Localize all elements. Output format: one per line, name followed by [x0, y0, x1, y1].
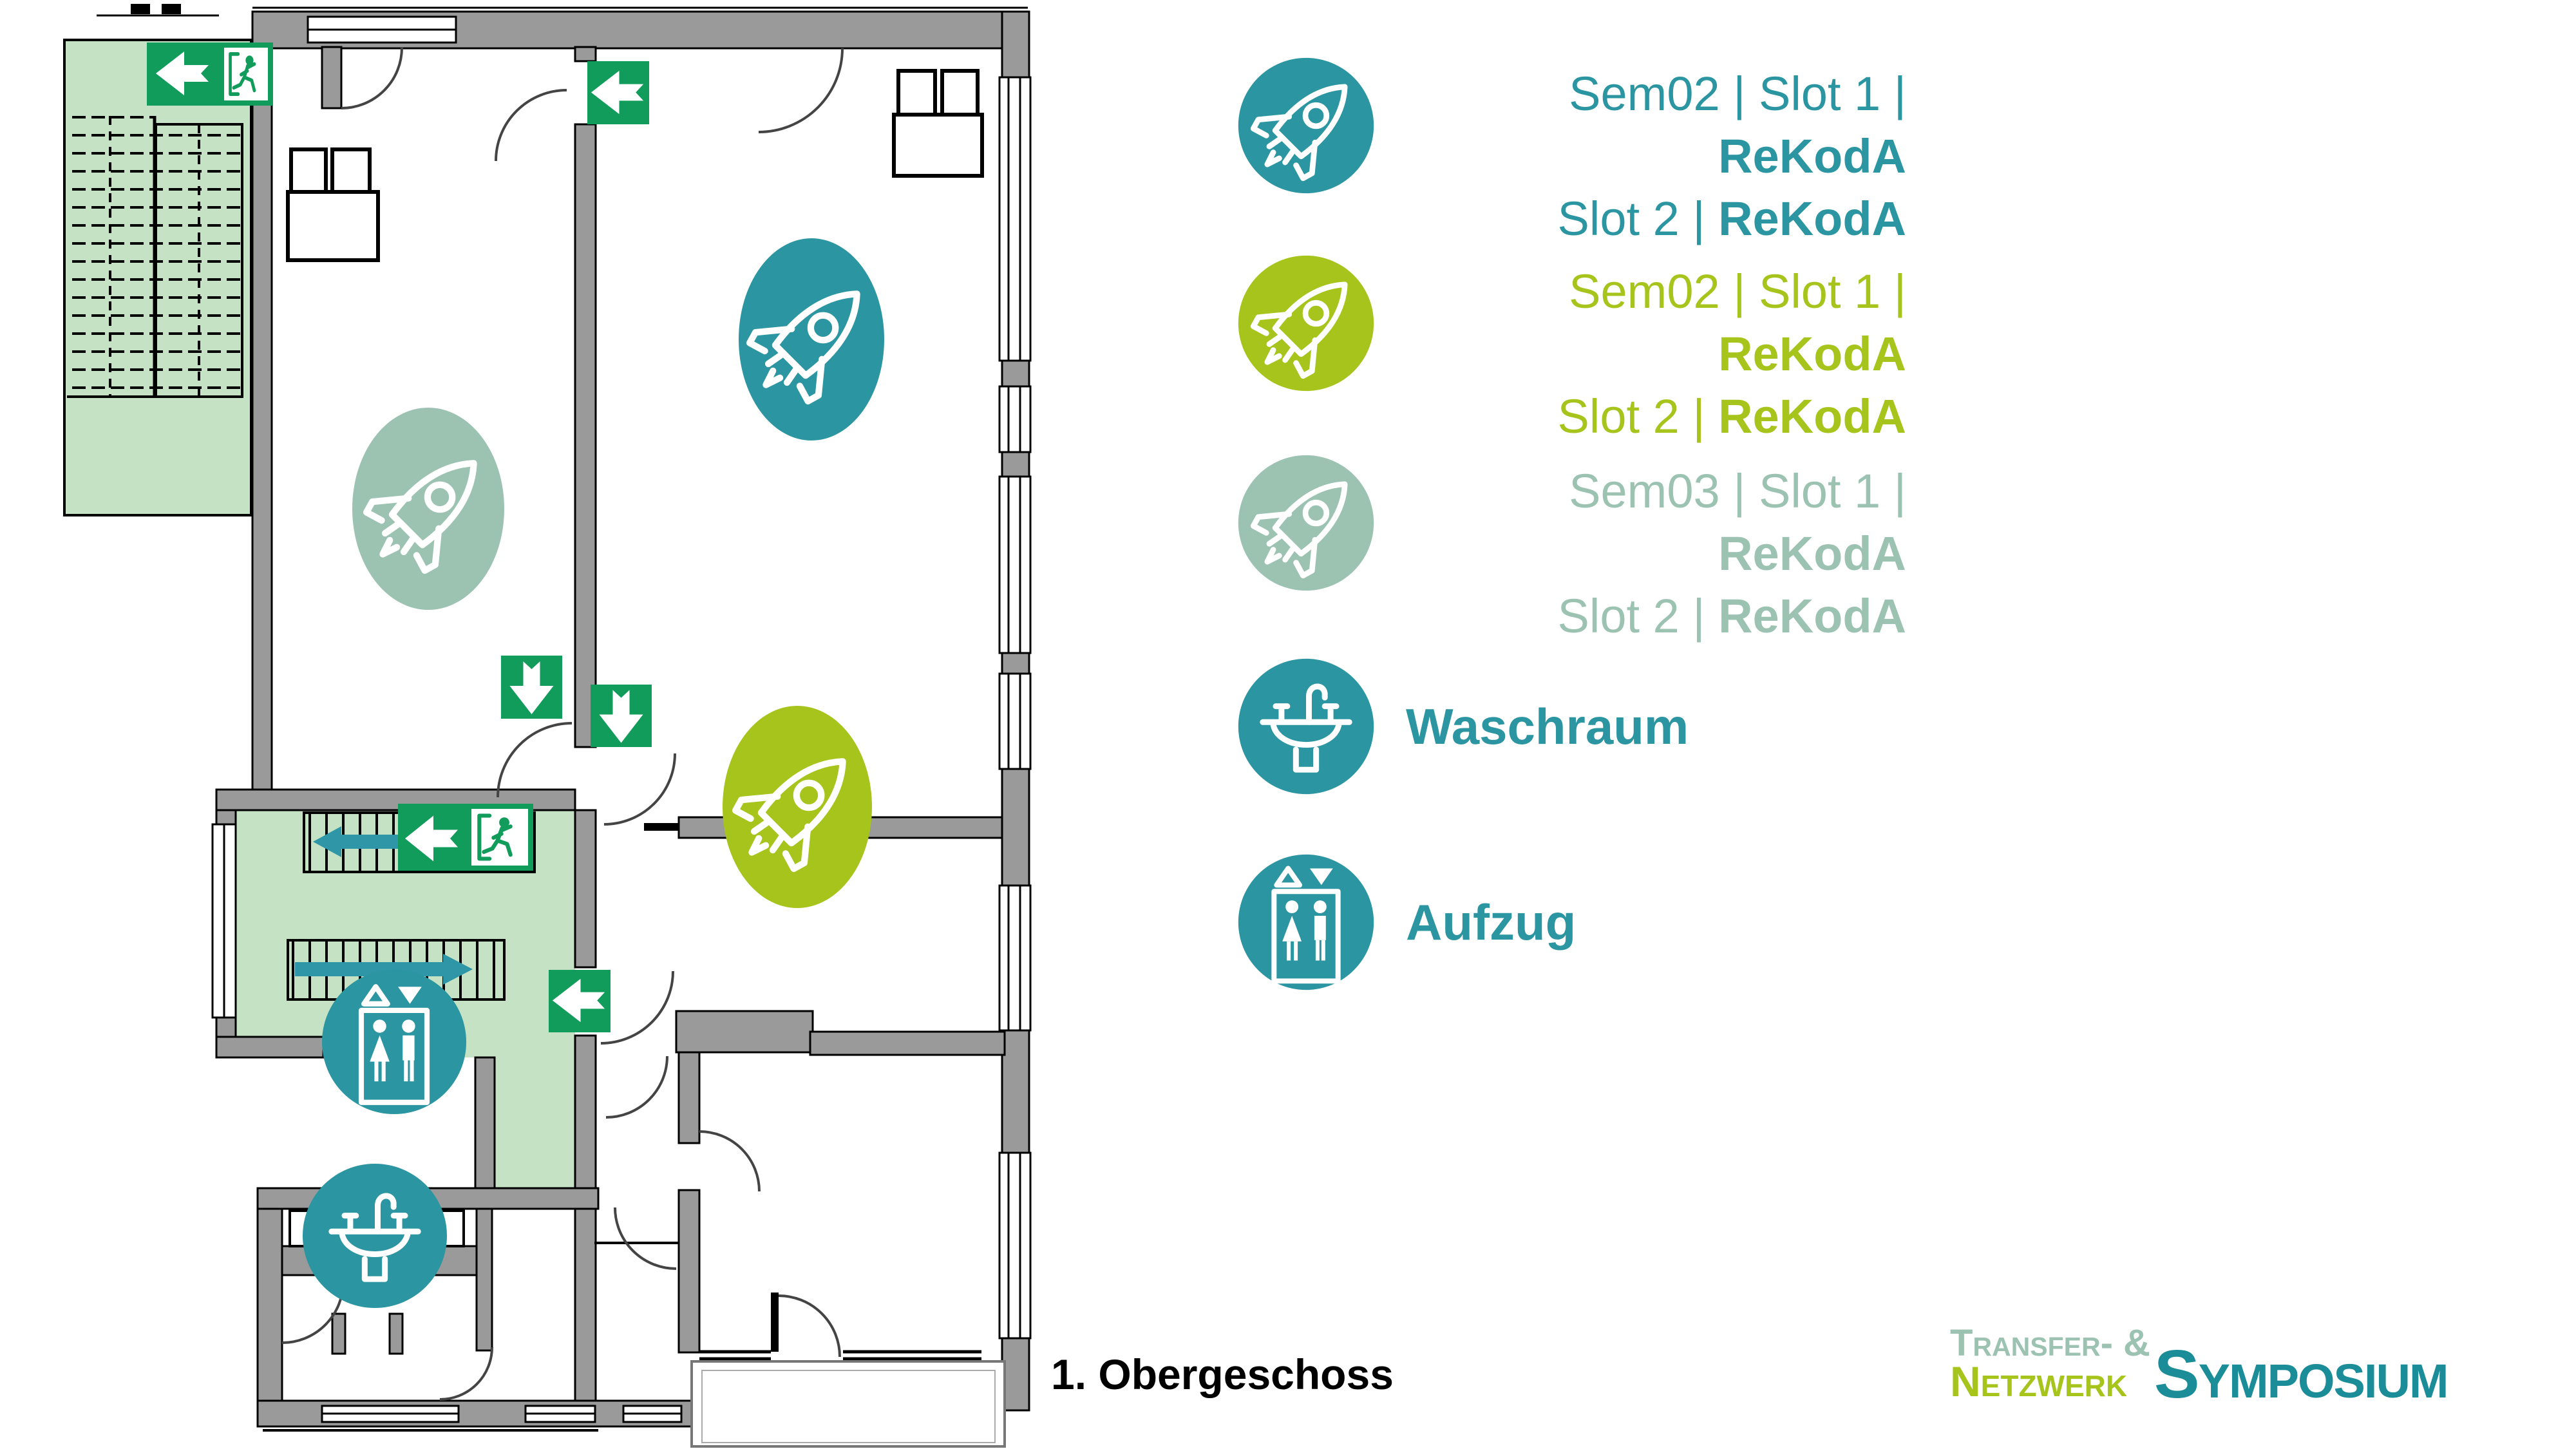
- exit-sign-running-man-stairs: [398, 804, 533, 871]
- exit-sign-left-arrow-corridor: [549, 970, 611, 1032]
- symposium-logo: Transfer- & Netzwerk Symposium: [1950, 1322, 2449, 1412]
- exit-sign-down-arrow-right: [591, 685, 652, 747]
- washroom-marker: [303, 1164, 447, 1308]
- legend-line-bold: ReKodA: [1718, 589, 1906, 643]
- logo-line-netzwerk: Netzwerk: [1950, 1358, 2128, 1405]
- legend-rocket-icon-lime: [1234, 251, 1378, 395]
- exit-sign-down-arrow-left: [501, 656, 562, 719]
- legend-item-sem02-lime: Sem02 | Slot 1 | ReKodA Slot 2 | ReKodA: [1391, 260, 1906, 448]
- legend-line-bold: ReKodA: [1718, 192, 1906, 245]
- escape-route-arrows: [295, 826, 478, 985]
- legend-line: Slot 2 |: [1557, 390, 1719, 443]
- logo-line-transfer: Transfer- &: [1950, 1322, 2150, 1364]
- door-arcs: [281, 47, 844, 1401]
- elevator-marker: [322, 970, 466, 1114]
- legend-rocket-icon-teal: [1234, 53, 1378, 198]
- exit-sign-running-man-top-left: [147, 43, 273, 106]
- external-staircase: [67, 116, 243, 398]
- legend-item-sem02-teal: Sem02 | Slot 1 | ReKodA Slot 2 | ReKodA: [1391, 62, 1906, 250]
- logo-word-symposium: Symposium: [2154, 1336, 2449, 1412]
- legend-line: Sem03 | Slot 1 |: [1569, 464, 1906, 518]
- legend-item-sem03-sage: Sem03 | Slot 1 | ReKodA Slot 2 | ReKodA: [1391, 460, 1906, 647]
- elevator-label: Aufzug: [1406, 894, 1577, 951]
- rocket-marker-sage: [352, 408, 506, 610]
- rocket-marker-teal: [735, 238, 889, 440]
- room-markers: [303, 238, 888, 1308]
- legend-line-bold: ReKodA: [1718, 327, 1906, 381]
- legend-line: Sem02 | Slot 1 |: [1569, 67, 1906, 120]
- balcony: [690, 1360, 1006, 1448]
- legend-line-bold: ReKodA: [1718, 390, 1906, 443]
- legend-line: Slot 2 |: [1557, 192, 1719, 245]
- rocket-marker-lime: [721, 706, 875, 908]
- exit-signs: [147, 43, 652, 1032]
- legend-line: Sem02 | Slot 1 |: [1569, 265, 1906, 318]
- detail-lines: [97, 4, 1028, 1432]
- legend-line: Slot 2 |: [1557, 589, 1719, 643]
- legend-elevator-icon: [1238, 854, 1374, 990]
- furniture: [286, 69, 984, 1247]
- floor-title: 1. Obergeschoss: [1051, 1350, 1394, 1398]
- floor-plan: [63, 4, 1032, 1448]
- legend-sink-icon: [1238, 658, 1374, 795]
- windows: [211, 15, 1032, 1423]
- legend-line-bold: ReKodA: [1718, 527, 1906, 580]
- legend-rocket-icon-sage: [1234, 451, 1378, 595]
- exit-sign-left-arrow-top: [587, 61, 649, 124]
- washroom-label: Waschraum: [1406, 698, 1689, 755]
- legend-line-bold: ReKodA: [1718, 129, 1906, 183]
